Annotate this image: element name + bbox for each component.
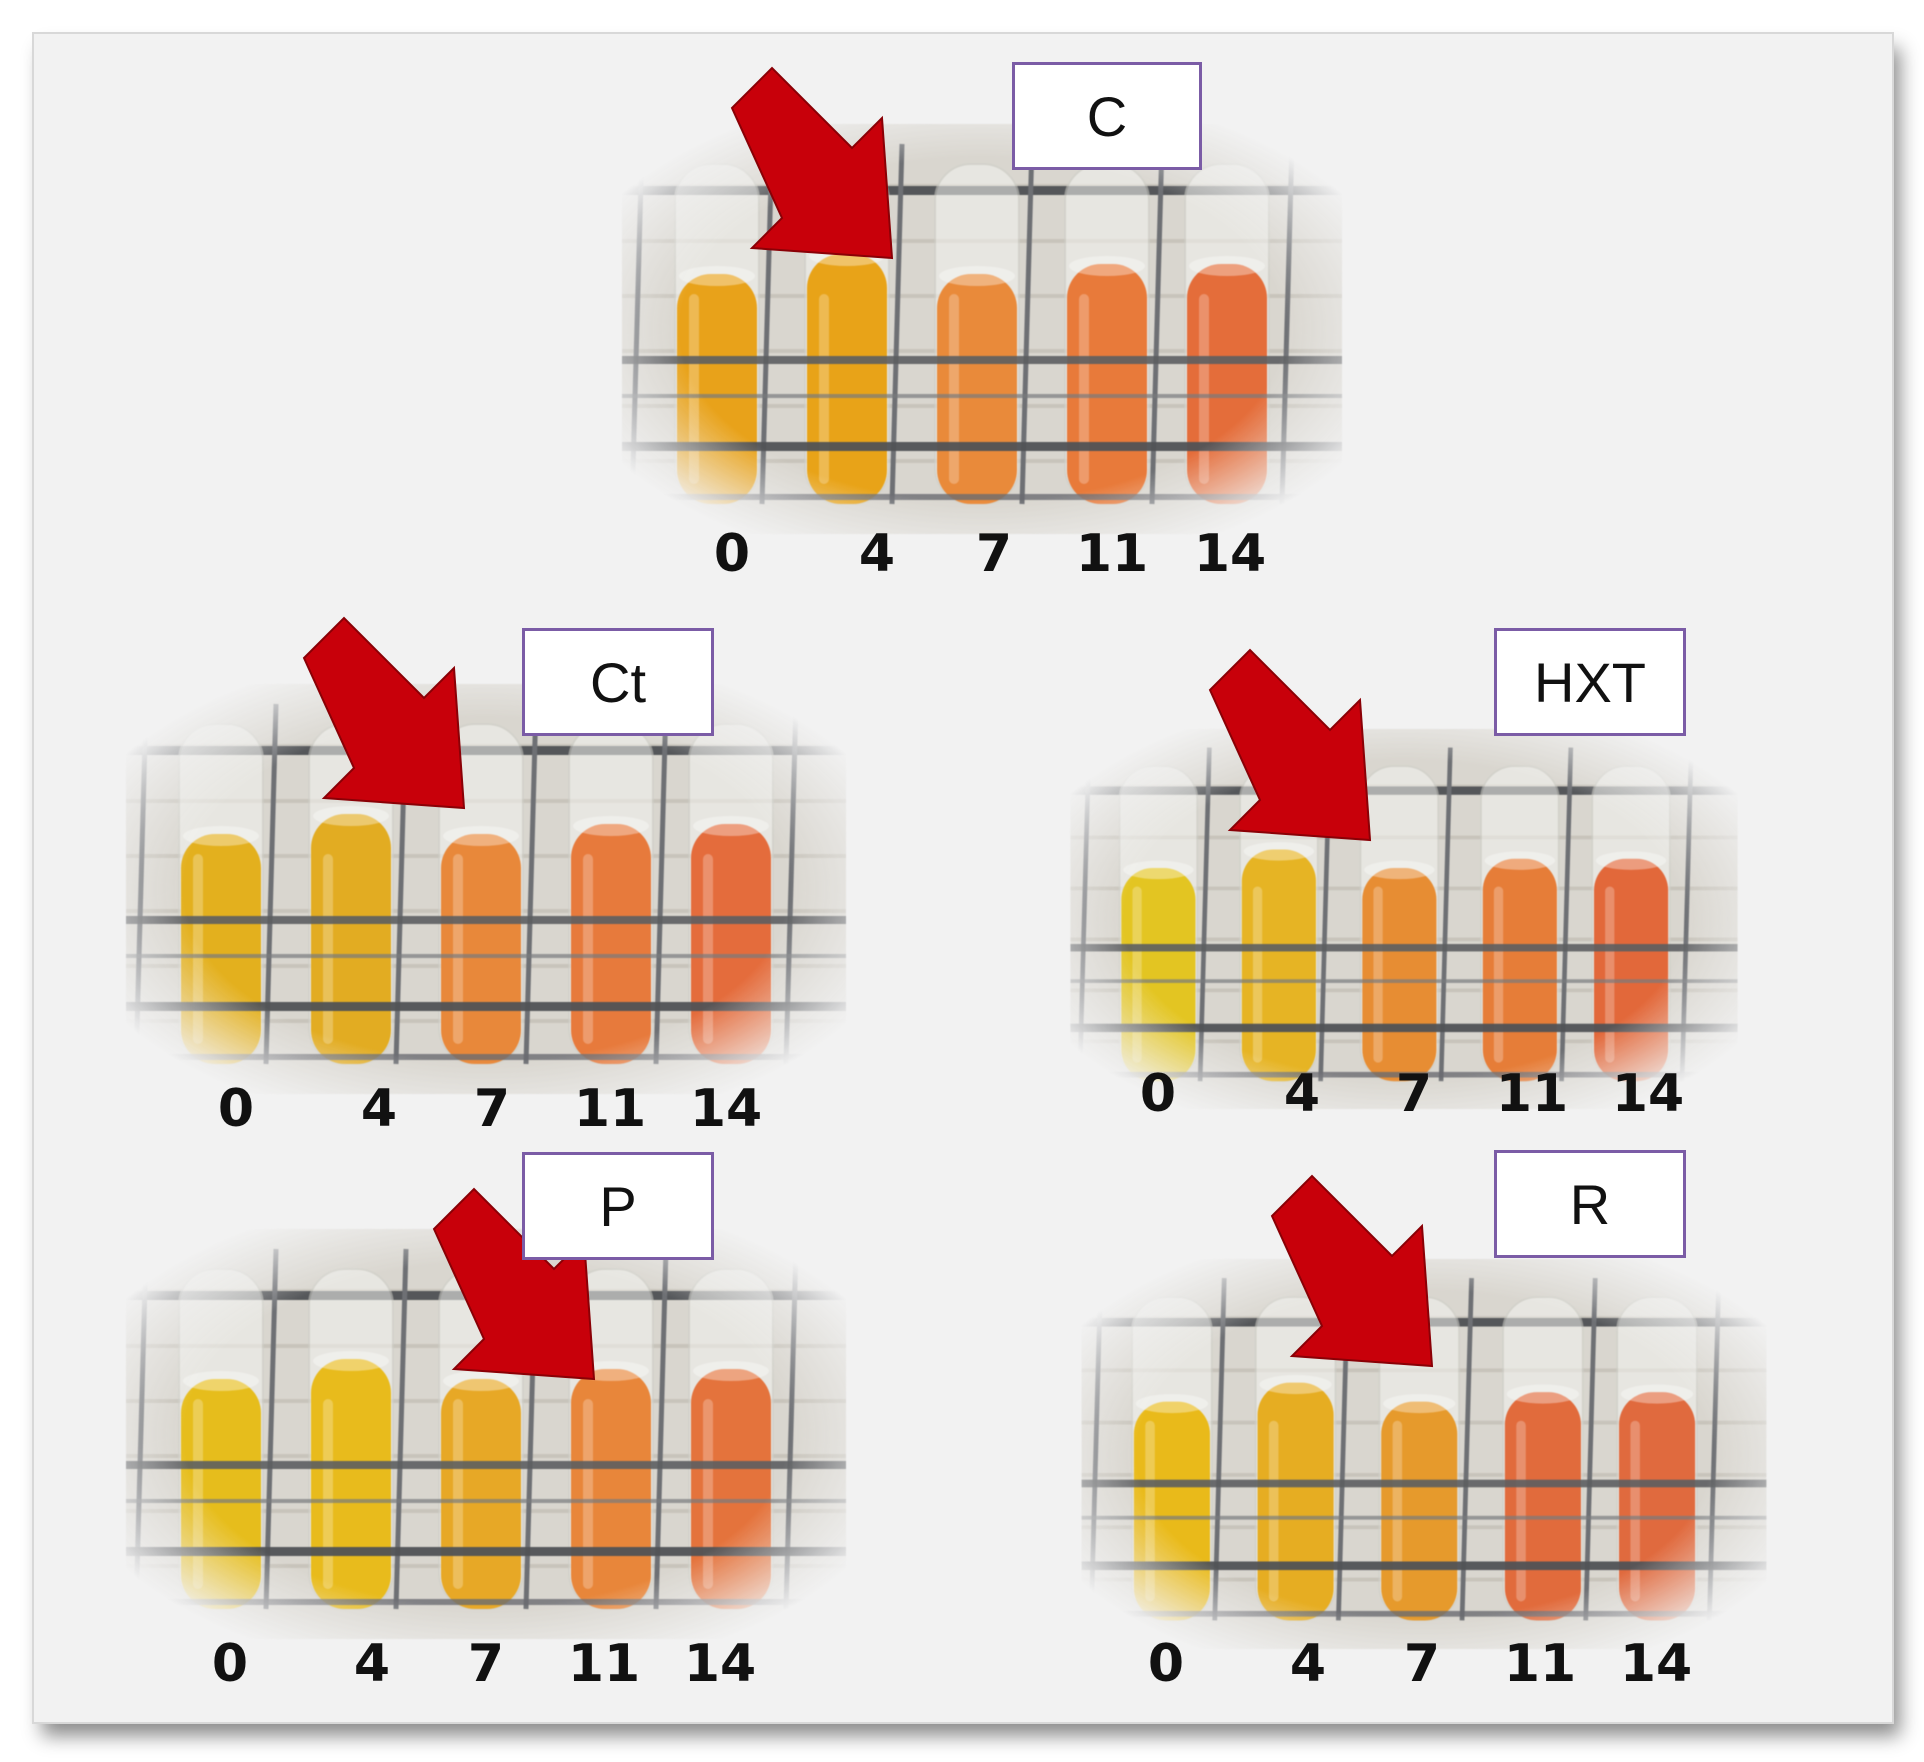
tube-liquid xyxy=(1241,849,1316,1082)
tube-liquid xyxy=(1381,1401,1458,1621)
red-arrow-icon xyxy=(1270,1174,1434,1368)
test-tube-rack-photo xyxy=(126,1229,846,1639)
day-label: 4 xyxy=(1283,1064,1321,1124)
day-axis: 0 4 7 11 14 xyxy=(126,1079,846,1139)
day-label: 7 xyxy=(1403,1634,1441,1694)
day-label: 14 xyxy=(689,1079,763,1139)
day-label: 0 xyxy=(1147,1634,1185,1694)
day-label: 11 xyxy=(1075,524,1149,584)
condition-label: R xyxy=(1494,1150,1686,1258)
day-label: 0 xyxy=(211,1634,249,1694)
day-label: 0 xyxy=(713,524,751,584)
day-label: 7 xyxy=(467,1634,505,1694)
day-label: 0 xyxy=(1139,1064,1177,1124)
day-label: 7 xyxy=(473,1079,511,1139)
condition-label: P xyxy=(522,1152,714,1260)
day-label: 11 xyxy=(1495,1064,1569,1124)
day-label: 7 xyxy=(1395,1064,1433,1124)
day-label: 4 xyxy=(360,1079,398,1139)
day-label: 14 xyxy=(683,1634,757,1694)
day-axis: 0 4 7 11 14 xyxy=(126,1634,846,1694)
test-tube-rack-photo xyxy=(622,124,1342,534)
test-tube-rack-photo xyxy=(1070,729,1738,1109)
red-arrow-icon xyxy=(730,66,894,260)
day-label: 11 xyxy=(567,1634,641,1694)
day-label: 11 xyxy=(1503,1634,1577,1694)
day-label: 4 xyxy=(1289,1634,1327,1694)
day-label: 14 xyxy=(1619,1634,1693,1694)
tube-liquid xyxy=(1121,868,1196,1082)
day-label: 7 xyxy=(975,524,1013,584)
test-tube-rack-photo xyxy=(126,684,846,1094)
condition-label: C xyxy=(1012,62,1202,170)
day-axis: 0 4 7 11 14 xyxy=(1054,1634,1794,1694)
day-axis: 0 4 7 11 14 xyxy=(622,524,1342,584)
day-label: 0 xyxy=(217,1079,255,1139)
day-label: 4 xyxy=(858,524,896,584)
red-arrow-icon xyxy=(432,1187,596,1381)
condition-label: Ct xyxy=(522,628,714,736)
day-label: 11 xyxy=(573,1079,647,1139)
day-label: 14 xyxy=(1611,1064,1685,1124)
red-arrow-icon xyxy=(1208,648,1372,842)
tube-liquid xyxy=(311,814,391,1064)
day-label: 4 xyxy=(353,1634,391,1694)
day-label: 14 xyxy=(1193,524,1267,584)
figure-frame: C 0 4 7 11 14 Ct 0 4 7 11 14 HXT 0 4 7 1… xyxy=(34,34,1892,1722)
tube-liquid xyxy=(311,1359,391,1609)
tube-liquid xyxy=(807,254,887,504)
condition-label: HXT xyxy=(1494,628,1686,736)
red-arrow-icon xyxy=(302,616,466,810)
tube-liquid xyxy=(1257,1382,1334,1621)
day-axis: 0 4 7 11 14 xyxy=(1054,1064,1754,1124)
